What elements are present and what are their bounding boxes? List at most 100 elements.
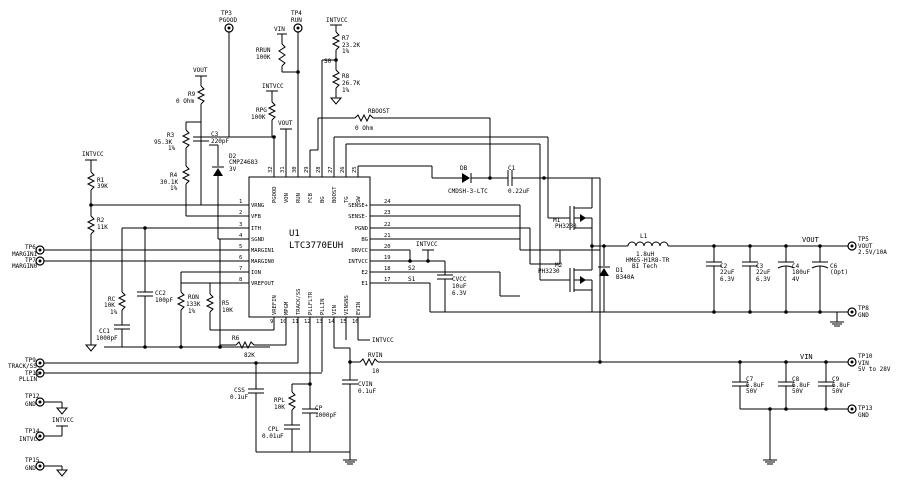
r3-r4-divider: R3 95.3K 1% R4 30.1K 1% (154, 121, 201, 216)
comp-value: 0.1uF (230, 394, 248, 401)
rboost-resistor: RBOOST 0 Ohm (310, 108, 491, 178)
pin-num: 23 (384, 210, 391, 216)
gate-lines (334, 136, 549, 250)
output-ground (830, 312, 844, 327)
comp-ref: C4 (792, 263, 800, 270)
pin-num: 16 (352, 319, 359, 325)
r5-resistor: R5 10K (205, 283, 274, 331)
tp8-gnd[interactable]: TP8 GND (820, 305, 869, 319)
net-label: VOUT (802, 236, 820, 244)
ith-compensation: RC 10K 1% CC2 100pF CC1 1000pF (96, 226, 173, 347)
tp6-margin1[interactable]: TP6 MARGIN1 (12, 244, 45, 258)
tp-sub: 2.5V/10A (858, 249, 887, 256)
pin-name: E2 (361, 270, 368, 276)
comp-extra: 3V (229, 166, 237, 173)
pin-name: VFB (251, 214, 262, 220)
comp-ref: RON (188, 294, 199, 301)
pin-num: 27 (328, 166, 334, 173)
net-label: INTVCC (262, 83, 284, 90)
m1-mosfet: M1 PH3230 (548, 178, 593, 246)
tp-ref: TP8 (858, 305, 869, 312)
comp-tol: 1% (342, 48, 350, 55)
input-capacitors: C7 6.8uF 50V C8 6.8uF 50V C9 6.8uF 50V V… (732, 353, 850, 465)
pin-num: 13 (316, 319, 323, 325)
net-label: VOUT (193, 67, 208, 74)
tp4-run[interactable]: TP4 RUN (291, 10, 303, 72)
comp-value: 100K (256, 54, 271, 61)
pin-name: MARGIN0 (251, 259, 274, 265)
tp5-vout[interactable]: TP5 VOUT 2.5V/10A (820, 236, 887, 256)
pin-name: BG (320, 196, 326, 203)
pin-num: 30 (292, 166, 298, 173)
css-capacitor: CSS 0.1uF (230, 363, 264, 452)
comp-extra: 6.3V (720, 276, 735, 283)
pin-name: MPGM (284, 301, 290, 315)
ic-left-pins: 1 2 3 4 5 6 7 8 VRNG VFB ITH SGND MARGIN… (40, 199, 275, 287)
ic-top-pins: 32 31 30 29 28 27 26 25 PGOOD VON RUN FC… (268, 60, 362, 203)
switch-node (520, 178, 628, 364)
net-label: INTVCC (82, 151, 104, 158)
comp-ref: RBOOST (368, 108, 390, 115)
comp-value: 6.8uF (746, 382, 764, 389)
cvin-capacitor: CVIN 0.1uF (334, 347, 376, 400)
comp-value: 0 Ohm (355, 125, 373, 132)
comp-mfr: BI Tech (632, 263, 658, 270)
comp-value: 39K (97, 183, 108, 190)
tp11-pllin[interactable]: TP11 PLLIN (19, 368, 322, 383)
comp-value: 1000pF (315, 412, 337, 419)
cvcc-capacitor: INTVCC CVCC 10uF 6.3V (408, 241, 467, 312)
tp14-intvcc[interactable]: INTVCC TP14 INTVCC (19, 417, 74, 443)
comp-ref: R2 (97, 217, 105, 224)
comp-value: 0.01uF (262, 433, 284, 440)
comp-part: HM65-H1R8-TR (626, 257, 670, 264)
pin-num: 22 (384, 222, 391, 228)
tp-sub: 5V to 28V (858, 366, 891, 373)
comp-ref: R1 (97, 177, 105, 184)
ic-part: LTC3770EUH (289, 241, 343, 251)
pin-num: 9 (270, 319, 273, 325)
rrun-resistor: VIN RRUN 100K (256, 26, 300, 74)
comp-value: 133K (186, 301, 201, 308)
tp13-gnd[interactable]: TP13 GND (847, 404, 873, 419)
pin-name: VRNG (251, 203, 264, 209)
comp-ref: RPL (274, 397, 285, 404)
comp-ref: D1 (616, 267, 624, 274)
r7-r8-divider: INTVCC S0 R7 23.2K 1% R8 26.7K 1% (322, 17, 360, 105)
tp7-margin0[interactable]: TP7 MARGIN0 (12, 256, 45, 270)
comp-ref: M1 (553, 217, 561, 224)
comp-ref: L1 (640, 233, 648, 240)
tp-label: GND (858, 312, 869, 319)
pin-num: 21 (384, 233, 391, 239)
pin-num: 7 (239, 266, 242, 272)
pin-num: 2 (239, 210, 242, 216)
comp-value: 0.22uF (508, 188, 530, 195)
pin-name: RUN (296, 193, 302, 203)
comp-value: PH3230 (538, 268, 560, 275)
net-label: VIN (800, 353, 813, 361)
tp15-gnd[interactable]: TP15 GND (25, 457, 69, 477)
comp-ref: C3 (756, 263, 764, 270)
comp-ref: C1 (508, 165, 516, 172)
comp-value: CMPZ4683 (229, 159, 258, 166)
comp-ref: RC (108, 296, 116, 303)
pin-name: VREFIN (272, 295, 278, 315)
tp10-vin[interactable]: TP10 VIN 5V to 28V (847, 353, 891, 373)
tp-label: PLLIN (19, 376, 37, 383)
pin-num: 17 (384, 277, 391, 283)
comp-ref: C6 (830, 263, 838, 270)
comp-ref: R3 (167, 132, 175, 139)
pin-name: VON (284, 193, 290, 203)
comp-ref: R8 (342, 73, 350, 80)
tp3-pgood[interactable]: TP3 PGOOD (219, 10, 274, 138)
comp-value: (Opt) (830, 269, 848, 276)
tp-label: GND (858, 412, 869, 419)
comp-ref: D2 (229, 153, 237, 160)
net-label: VIN (274, 26, 285, 33)
comp-extra: 6.3V (452, 290, 467, 297)
pin-name: VIN (332, 305, 338, 315)
tp12-gnd[interactable]: TP12 GND (25, 393, 69, 415)
comp-extra: 50V (792, 388, 803, 395)
ron-resistor: RON 133K 1% (176, 272, 201, 347)
l1-inductor: L1 1.8uH HM65-H1R8-TR BI Tech (626, 233, 848, 270)
